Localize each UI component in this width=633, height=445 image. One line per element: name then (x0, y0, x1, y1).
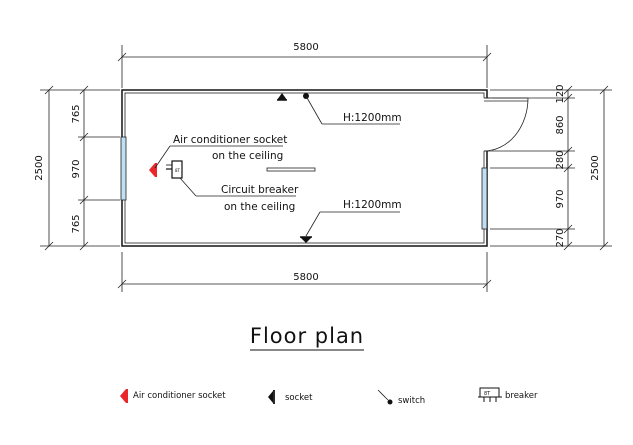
ac-socket-annotation-line2: on the ceiling (212, 150, 283, 162)
legend-switch-label: switch (398, 396, 425, 406)
left-segment-label: 765 (71, 214, 82, 233)
left-total-label: 2500 (34, 155, 45, 180)
legend-switch-icon (377, 389, 393, 405)
legend-ac-socket-label: Air conditioner socket (133, 391, 226, 401)
legend: Air conditioner socket socket switch 8T … (120, 387, 538, 406)
top-switch-icon (303, 93, 323, 125)
breaker-annotation-line2: on the ceiling (224, 201, 295, 213)
right-segment-label: 270 (555, 228, 566, 247)
top-width-label: 5800 (293, 42, 318, 53)
room-walls (121, 89, 529, 247)
top-socket-icon (277, 93, 287, 101)
right-total-label: 2500 (590, 155, 601, 180)
page-title: Floor plan (250, 324, 364, 348)
svg-text:8T: 8T (484, 391, 491, 397)
window-left (120, 136, 127, 201)
svg-text:8T: 8T (175, 168, 181, 173)
legend-socket-icon (268, 390, 275, 404)
right-segment-label: 970 (555, 189, 566, 208)
switch-height-label: H:1200mm (343, 112, 402, 124)
legend-breaker-icon: 8T (478, 387, 502, 402)
right-dimension: 120 860 280 970 270 2500 (490, 84, 612, 251)
window-right (481, 167, 488, 230)
left-segment-label: 765 (71, 104, 82, 123)
door-swing-arc (483, 97, 529, 152)
ac-socket-icon (149, 163, 157, 177)
legend-socket-label: socket (285, 393, 313, 403)
right-segment-label: 120 (555, 84, 566, 103)
legend-ac-socket-icon (120, 389, 128, 403)
left-segment-label: 970 (71, 159, 82, 178)
bottom-dimension: 5800 (117, 252, 492, 292)
bottom-socket-icon (300, 236, 312, 243)
legend-breaker-label: breaker (505, 391, 538, 401)
breaker-icon: 8T (166, 160, 183, 179)
right-segment-label: 280 (555, 150, 566, 169)
top-dimension: 5800 (117, 42, 492, 88)
ceiling-light (266, 167, 316, 172)
right-segment-label: 860 (555, 115, 566, 134)
ac-socket-annotation-line1: Air conditioner socket (173, 134, 287, 146)
left-dimension: 2500 765 970 765 (34, 85, 120, 251)
bottom-width-label: 5800 (293, 272, 318, 283)
socket-height-label: H:1200mm (343, 199, 402, 211)
breaker-annotation-line1: Circuit breaker (221, 184, 299, 196)
